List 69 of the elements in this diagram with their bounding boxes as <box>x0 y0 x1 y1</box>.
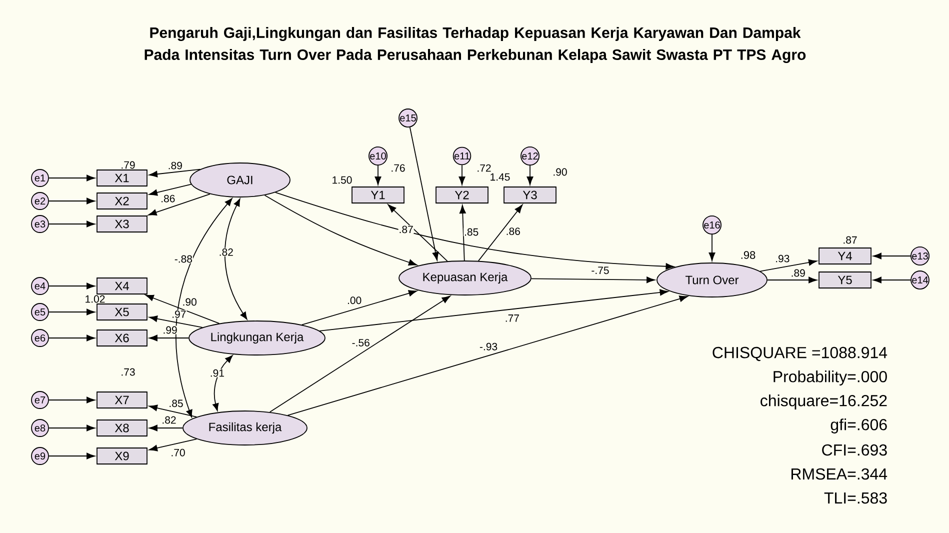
arrow <box>48 308 96 316</box>
indicator-box: Y3 <box>504 186 556 204</box>
arrow <box>374 165 382 186</box>
arrow <box>530 276 656 284</box>
arrow <box>148 334 189 342</box>
arrow <box>48 220 96 228</box>
arrow <box>301 290 418 326</box>
arrow <box>478 204 523 262</box>
indicator-box: X1 <box>96 170 148 186</box>
arrow <box>287 296 688 416</box>
arrow <box>767 276 818 284</box>
arrow <box>708 234 716 262</box>
fit-statistic: CFI=.693 <box>822 444 887 456</box>
arrow <box>148 438 198 452</box>
arrow <box>873 252 911 260</box>
arrow <box>148 184 192 196</box>
arrow <box>145 294 220 324</box>
indicator-box: X9 <box>96 448 148 464</box>
indicator-box: X5 <box>96 304 148 320</box>
indicator-box: Y1 <box>352 186 404 204</box>
arrow <box>224 198 248 320</box>
arrow <box>175 198 232 418</box>
fit-statistic: Probability=.000 <box>774 370 887 386</box>
arrow <box>388 204 448 262</box>
edge-label: .77 <box>504 314 520 322</box>
coefficient-label: .98 <box>741 251 756 259</box>
arrow <box>48 396 96 404</box>
arrow <box>148 316 203 328</box>
edge-label: .86 <box>505 227 521 236</box>
arrow <box>148 194 210 216</box>
arrow <box>48 334 96 342</box>
arrow <box>148 404 198 418</box>
indicator-box: X4 <box>96 278 148 294</box>
arrow <box>526 165 534 186</box>
fit-statistic: chisquare=16.252 <box>760 394 887 410</box>
indicator-box: X6 <box>96 330 148 346</box>
edge-label: .90 <box>182 298 198 306</box>
indicator-box: X2 <box>96 192 148 210</box>
indicator-box: X7 <box>96 392 148 408</box>
title: Pengaruh Gaji,Lingkungan dan Fasilitas Terhadap Kepuasan Kerja Karyawan Dan Dampak Pada Intensitas Turn Over Pada Perusahaan Perkebunan Kelapa Sawit Swasta PT TPS Agro <box>144 26 806 64</box>
indicator-box: Y2 <box>436 186 488 204</box>
fit-statistic: TLI=.583 <box>824 492 887 504</box>
indicator-box: X3 <box>96 216 148 232</box>
fit-statistic: gfi=.606 <box>830 418 887 434</box>
arrow <box>264 194 418 266</box>
arrow <box>269 296 450 412</box>
fit-statistic: CHISQUARE =1088.914 <box>712 346 888 362</box>
arrow <box>48 452 96 460</box>
arrow <box>148 424 183 432</box>
arrow <box>275 192 674 270</box>
indicator-box: Y5 <box>818 272 872 288</box>
edge-label: .87 <box>398 225 414 234</box>
indicator-box: X8 <box>96 420 148 436</box>
indicator-box: Y4 <box>818 248 872 264</box>
arrow <box>319 289 668 332</box>
arrow <box>48 424 96 432</box>
fit-statistic: RMSEA=.344 <box>792 468 888 480</box>
arrow <box>148 168 201 178</box>
arrow <box>458 164 466 186</box>
arrow <box>459 204 466 261</box>
arrow <box>873 276 911 284</box>
arrow <box>760 259 818 272</box>
edge-label: .85 <box>168 399 184 408</box>
edge-label: .00 <box>346 296 362 305</box>
arrow <box>48 174 96 182</box>
arrow <box>409 126 439 261</box>
arrow <box>212 355 233 412</box>
arrow <box>48 198 96 204</box>
arrow <box>48 282 96 290</box>
